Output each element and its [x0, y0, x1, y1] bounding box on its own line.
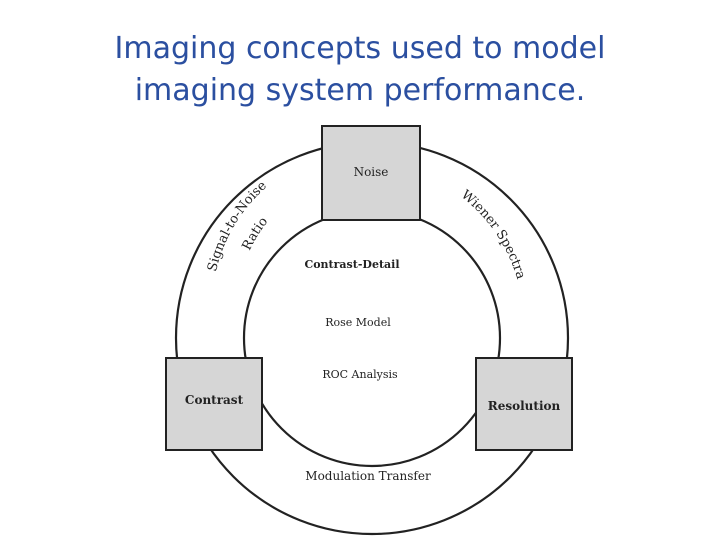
noise-node: Noise	[321, 125, 421, 221]
title-line-1: Imaging concepts used to model	[114, 31, 606, 66]
resolution-label: Resolution	[488, 399, 561, 413]
noise-label: Noise	[354, 165, 389, 179]
resolution-node: Resolution	[475, 357, 573, 451]
wiener-text: Wiener Spectra	[458, 188, 528, 282]
roc-analysis-label: ROC Analysis	[322, 368, 398, 381]
contrast-label: Contrast	[185, 393, 244, 407]
rose-model-label: Rose Model	[325, 316, 391, 329]
title-line-2: imaging system performance.	[134, 73, 586, 108]
snr-ratio-label: Ratio	[240, 214, 272, 252]
contrast-detail-label: Contrast-Detail	[304, 258, 399, 271]
mtf-label: Modulation Transfer	[305, 469, 431, 483]
inner-ring	[242, 208, 502, 468]
slide-title: Imaging concepts used to model imaging s…	[0, 28, 720, 112]
wiener-arc-label: Wiener Spectra	[458, 188, 528, 282]
snr-line-2: Ratio	[240, 214, 272, 252]
contrast-node: Contrast	[165, 357, 263, 451]
